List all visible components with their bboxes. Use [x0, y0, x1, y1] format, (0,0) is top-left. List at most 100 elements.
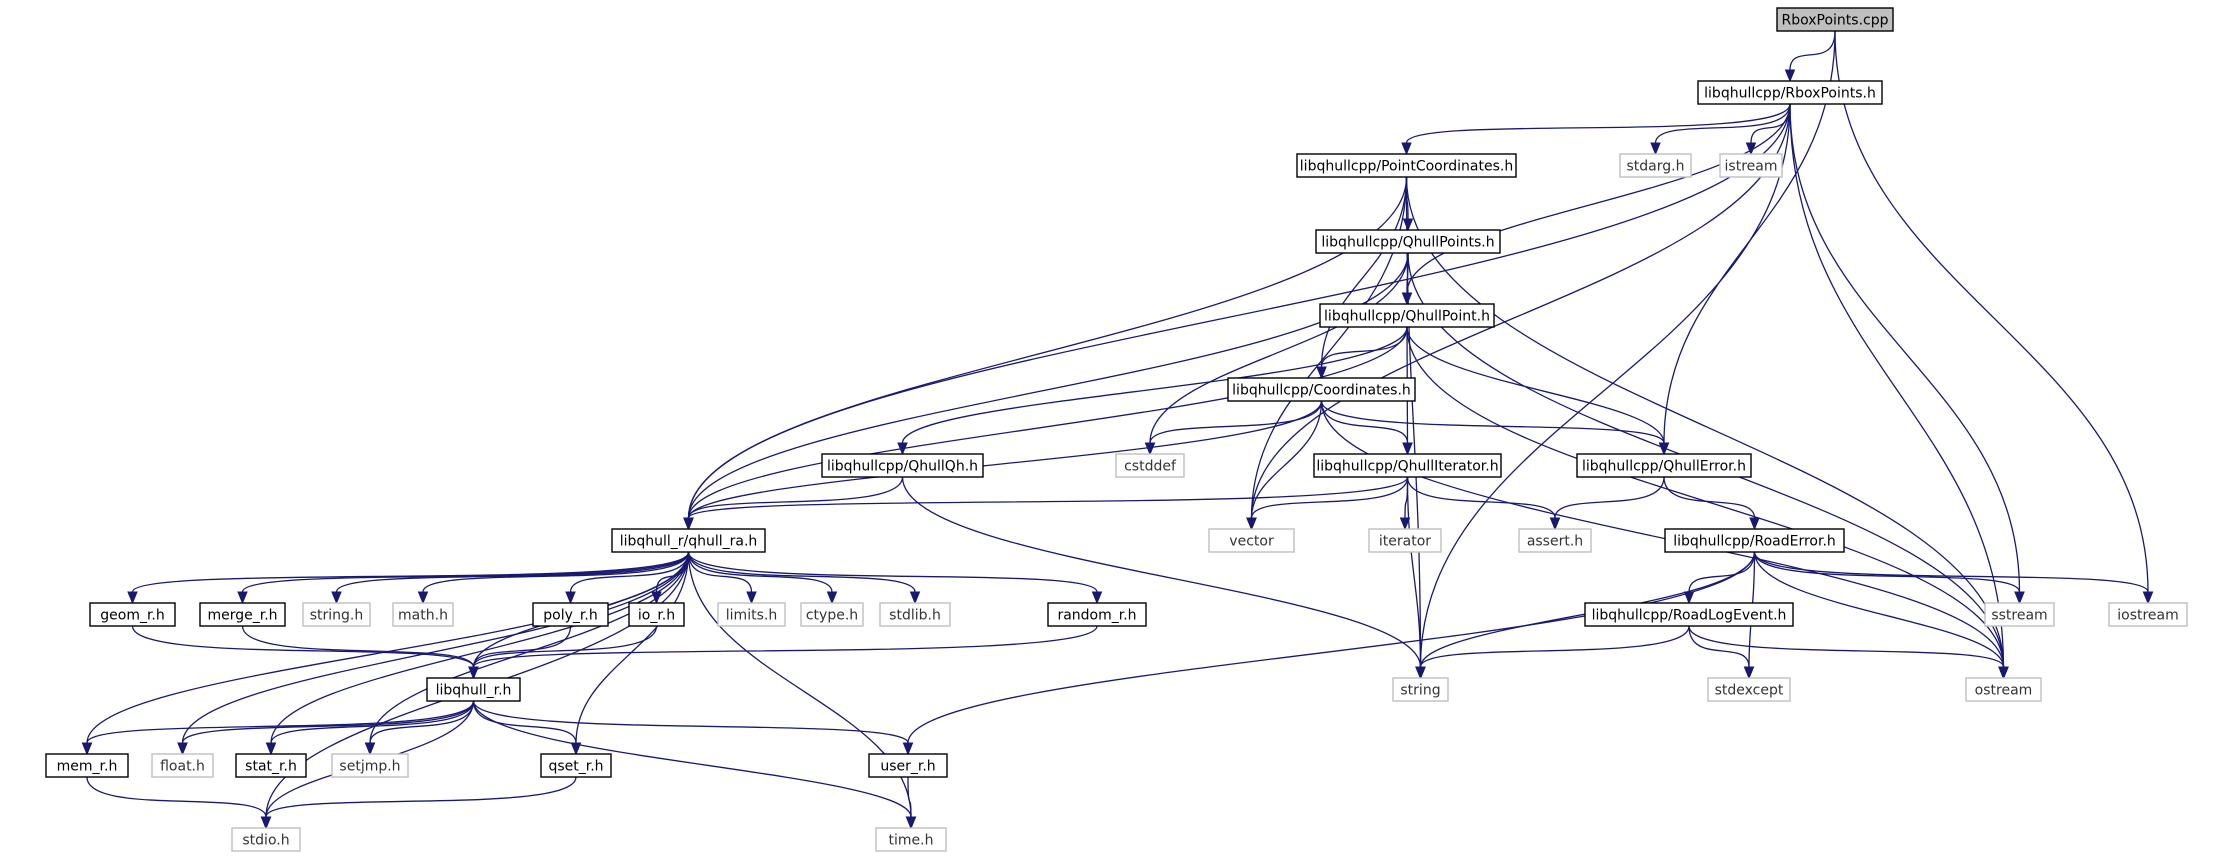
node-box — [1315, 229, 1501, 254]
node-sstream: sstream — [1984, 602, 2055, 627]
edge-coordinates_h-to-qhulliterator_h — [1320, 400, 1409, 444]
edge-qhull_ra_h-to-mem_r_h — [86, 551, 690, 744]
edge-arrowhead-libqhull_r_h-to-qset_r_h — [570, 742, 582, 756]
edge-roadlogevent_h-to-stdexcept — [1688, 625, 1750, 668]
edge-coordinates_h-to-qhullerror_h — [1320, 400, 1665, 444]
node-float-h: float.h — [151, 753, 214, 778]
node-box — [532, 602, 609, 627]
node-box — [1584, 602, 1794, 627]
node-pointcoordinates-h[interactable]: libqhullcpp/PointCoordinates.h — [1296, 153, 1517, 178]
node-io-r-h[interactable]: io_r.h — [628, 602, 685, 627]
edge-pointcoordinates_h-to-qhull_ra_h — [687, 176, 1408, 519]
node-label: istream — [1725, 159, 1778, 175]
node-qhull-ra-h[interactable]: libqhull_r/qhull_ra.h — [611, 528, 766, 553]
node-setjmp-h: setjmp.h — [331, 753, 409, 778]
node-qhullpoints-h[interactable]: libqhullcpp/QhullPoints.h — [1315, 229, 1501, 254]
edge-arrowhead-libqhull_r_h-to-float_h — [177, 742, 188, 756]
node-merge-r-h[interactable]: merge_r.h — [199, 602, 286, 627]
edge-arrowhead-qset_r_h-to-stdio_h — [260, 816, 272, 830]
node-mem-r-h[interactable]: mem_r.h — [45, 753, 129, 778]
edge-qhulliterator_h-to-vector — [1250, 476, 1409, 519]
edge-arrowhead-user_r_h-to-time_h — [905, 816, 917, 830]
node-ctype-h: ctype.h — [800, 602, 864, 627]
node-label: stdio.h — [242, 833, 289, 849]
node-geom-r-h[interactable]: geom_r.h — [89, 602, 176, 627]
edge-rboxpoints_h-to-sstream — [1789, 103, 2021, 593]
node-label: libqhullcpp/PointCoordinates.h — [1300, 159, 1513, 175]
node-poly-r-h[interactable]: poly_r.h — [532, 602, 609, 627]
edge-arrowhead-qhulliterator_h-to-iterator — [1399, 517, 1411, 531]
edge-libqhull_r_h-to-qset_r_h — [472, 700, 577, 744]
node-box — [302, 602, 371, 627]
node-box — [2108, 602, 2188, 627]
node-label: RboxPoints.cpp — [1781, 13, 1888, 29]
node-label: libqhullcpp/Coordinates.h — [1232, 383, 1411, 399]
node-label: libqhullcpp/QhullPoints.h — [1321, 235, 1494, 251]
node-label: stdarg.h — [1627, 159, 1685, 175]
node-ostream: ostream — [1965, 677, 2042, 702]
node-qhullqh-h[interactable]: libqhullcpp/QhullQh.h — [821, 453, 984, 478]
edge-arrowhead-qhull_ra_h-to-stdlib_h — [909, 591, 921, 605]
node-box — [1319, 303, 1495, 328]
node-label: mem_r.h — [57, 759, 118, 775]
edge-pointcoordinates_h-to-coordinates_h — [1320, 176, 1408, 368]
node-box — [1707, 677, 1791, 702]
edge-qhull_ra_h-to-string_h — [335, 551, 690, 593]
node-qhullerror-h[interactable]: libqhullcpp/QhullError.h — [1576, 453, 1752, 478]
edge-qhullpoint_h-to-qhull_ra_h — [687, 326, 1408, 519]
node-box — [1368, 528, 1442, 553]
edge-layer — [81, 30, 2154, 830]
node-user-r-h[interactable]: user_r.h — [868, 753, 948, 778]
node-libqhull-r-h[interactable]: libqhull_r.h — [426, 677, 521, 702]
node-label: string.h — [310, 608, 364, 624]
node-box — [821, 453, 984, 478]
edge-qhullerror_h-to-roaderror_h — [1663, 476, 1756, 519]
node-rboxpoints-cpp[interactable]: RboxPoints.cpp — [1776, 7, 1894, 32]
edge-arrowhead-libqhull_r_h-to-mem_r_h — [81, 742, 93, 756]
node-random-r-h[interactable]: random_r.h — [1047, 602, 1147, 627]
node-stat-r-h[interactable]: stat_r.h — [235, 753, 307, 778]
node-label: geom_r.h — [100, 608, 165, 624]
node-label: sstream — [1991, 608, 2047, 624]
node-label: io_r.h — [638, 608, 675, 624]
edge-roaderror_h-to-sstream — [1753, 551, 2021, 593]
node-qset-r-h[interactable]: qset_r.h — [540, 753, 612, 778]
node-box — [151, 753, 214, 778]
node-box — [540, 753, 612, 778]
node-coordinates-h[interactable]: libqhullcpp/Coordinates.h — [1227, 377, 1416, 402]
node-iostream: iostream — [2108, 602, 2188, 627]
edge-arrowhead-roaderror_h-to-sstream — [2014, 591, 2025, 605]
node-roadlogevent-h[interactable]: libqhullcpp/RoadLogEvent.h — [1584, 602, 1794, 627]
edge-arrowhead-qhullpoint_h-to-qhullqh_h — [897, 442, 908, 456]
node-label: user_r.h — [880, 759, 935, 775]
node-rboxpoints-h[interactable]: libqhullcpp/RboxPoints.h — [1697, 80, 1883, 105]
node-box — [1518, 528, 1592, 553]
edge-roadlogevent_h-to-string — [1419, 625, 1690, 668]
node-label: iostream — [2117, 608, 2179, 624]
node-roaderror-h[interactable]: libqhullcpp/RoadError.h — [1664, 528, 1845, 553]
edge-libqhull_r_h-to-setjmp_h — [369, 700, 475, 744]
edge-arrowhead-rboxpoints_h-to-pointcoordinates_h — [1401, 142, 1412, 156]
edge-rboxpoints_h-to-pointcoordinates_h — [1405, 103, 1791, 144]
edge-mem_r_h-to-stdio_h — [86, 776, 267, 818]
node-vector: vector — [1208, 528, 1295, 553]
edge-qhull_ra_h-to-ctype_h — [687, 551, 833, 593]
node-qhulliterator-h[interactable]: libqhullcpp/QhullIterator.h — [1313, 453, 1502, 478]
node-stdexcept: stdexcept — [1707, 677, 1791, 702]
edge-qhull_ra_h-to-random_r_h — [687, 551, 1098, 593]
node-box — [879, 602, 951, 627]
edge-qhull_ra_h-to-setjmp_h — [369, 551, 690, 744]
node-label: poly_r.h — [543, 608, 597, 624]
node-label: libqhull_r.h — [436, 683, 512, 699]
edge-merge_r_h-to-libqhull_r_h — [241, 625, 475, 668]
node-qhullpoint-h[interactable]: libqhullcpp/QhullPoint.h — [1319, 303, 1495, 328]
edge-arrowhead-rboxpoints_h-to-stdarg_h — [1650, 142, 1661, 156]
edge-rboxpoints_h-to-vector — [1250, 103, 1791, 519]
edge-qhull_ra_h-to-stdlib_h — [687, 551, 916, 593]
edge-roaderror_h-to-ostream — [1753, 551, 2005, 668]
node-label: libqhullcpp/QhullQh.h — [827, 459, 978, 475]
node-stdio-h: stdio.h — [231, 827, 301, 852]
node-box — [628, 602, 685, 627]
node-label: setjmp.h — [339, 759, 400, 775]
